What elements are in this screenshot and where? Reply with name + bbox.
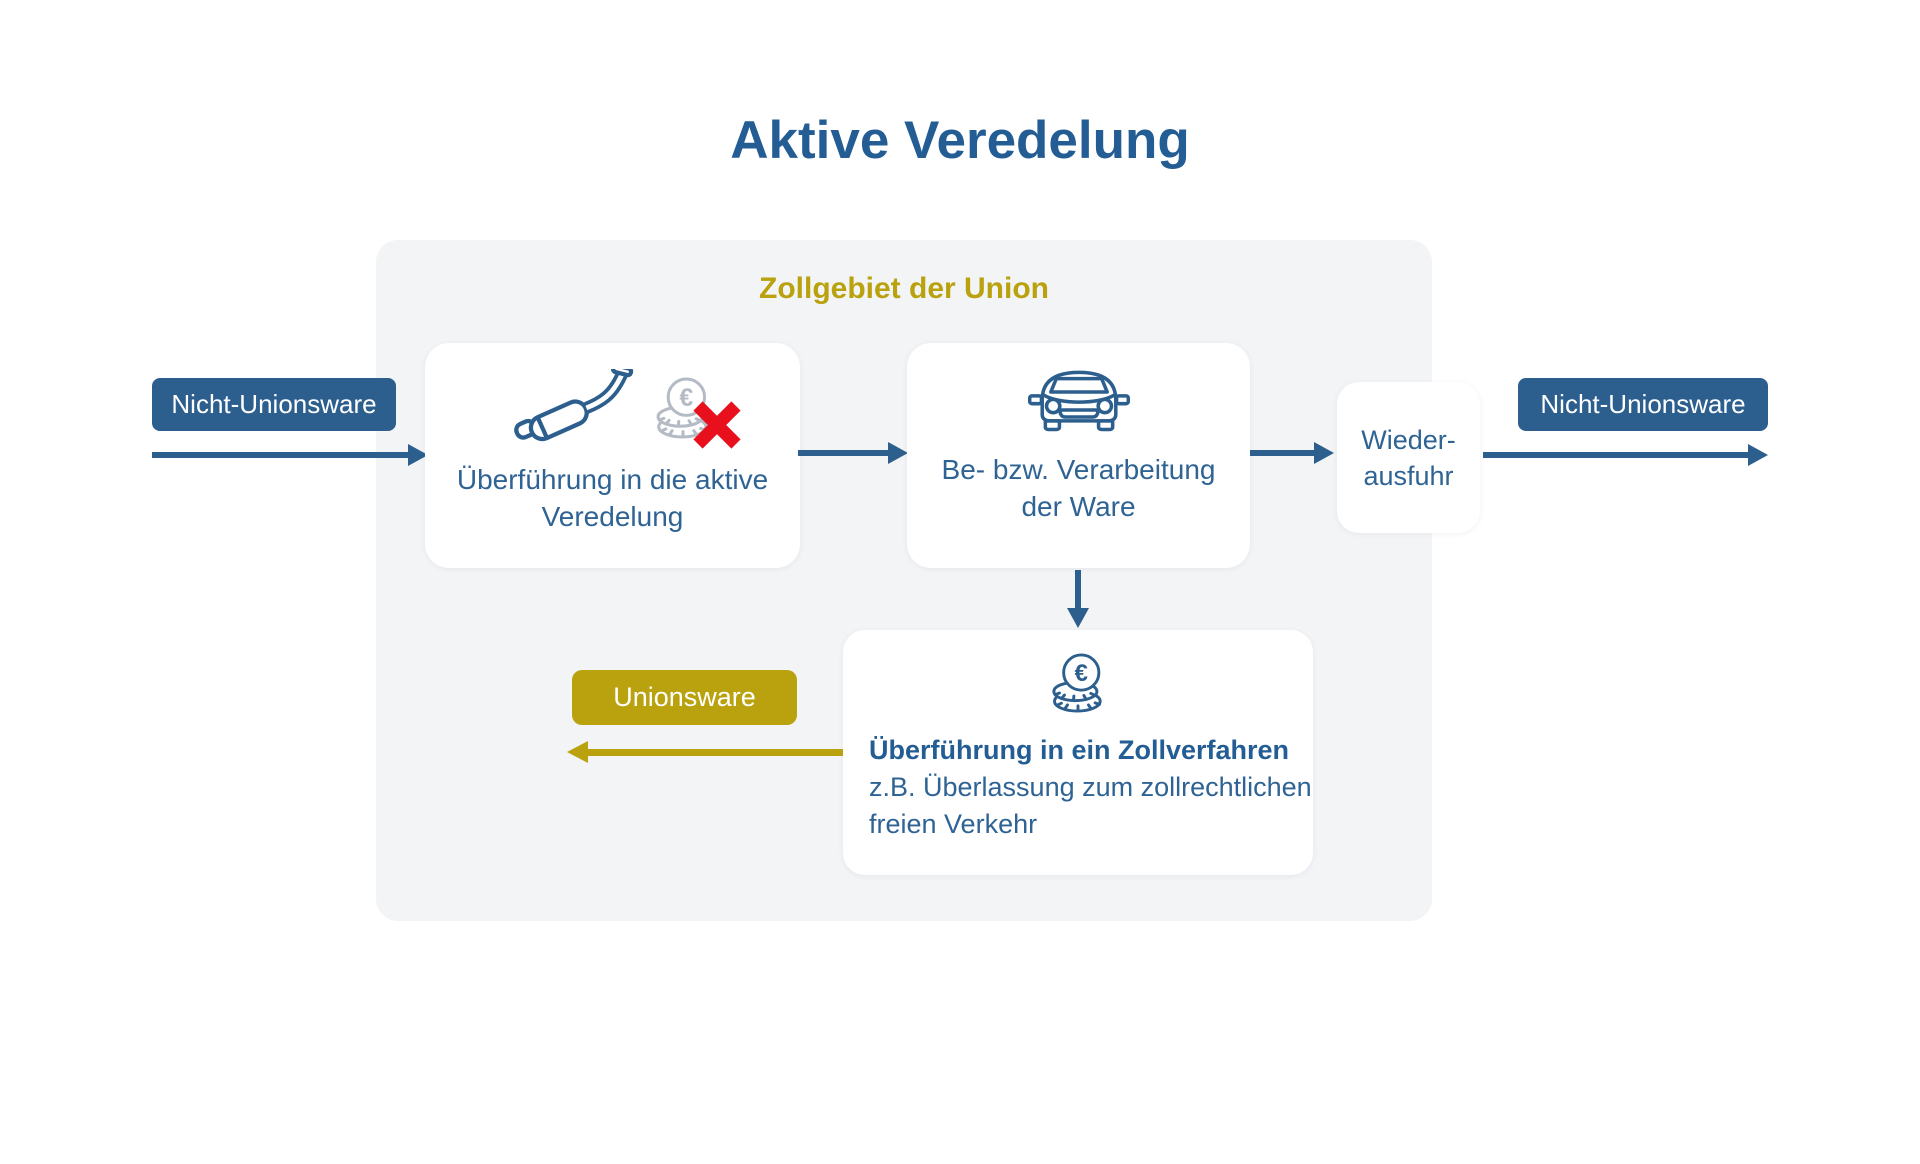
euro-symbol: € <box>679 384 693 412</box>
box-reexport: Wieder- ausfuhr <box>1337 382 1480 533</box>
coins-gray-icon: € <box>656 377 707 439</box>
entry-icons-row: € <box>425 367 800 449</box>
entry-box-label: Überführung in die aktive Veredelung <box>456 464 769 532</box>
euro-coins-icon: € <box>1052 653 1102 713</box>
reexport-box-label: Wieder- ausfuhr <box>1361 424 1456 491</box>
flow-arrow-to-processing <box>798 442 908 464</box>
euro-symbol: € <box>1075 660 1088 687</box>
flow-arrow-to-reexport <box>1250 442 1334 464</box>
procedure-bold-line: Überführung in ein Zollverfahren <box>869 735 1290 765</box>
box-processing: Be- bzw. Verarbeitung der Ware <box>907 343 1250 568</box>
flow-arrow-down-to-procedure <box>1067 570 1089 628</box>
box-entry-inward-processing: € Überführung in die aktive Veredelung <box>425 343 800 568</box>
box-customs-procedure: € Überführung in ein Zollverfahren z.B. … <box>843 630 1313 875</box>
red-cross-icon <box>692 401 741 449</box>
flow-arrow-outbound <box>1483 444 1768 466</box>
badge-non-union-goods-right: Nicht-Unionsware <box>1518 378 1768 431</box>
badge-non-union-goods-left: Nicht-Unionsware <box>152 378 396 431</box>
processing-box-label: Be- bzw. Verarbeitung der Ware <box>941 454 1216 522</box>
blocked-duty-icon: € <box>652 371 741 449</box>
car-icon <box>1027 370 1130 432</box>
procedure-box-label: Überführung in ein Zollverfahren z.B. Üb… <box>869 732 1313 843</box>
page-title: Aktive Veredelung <box>730 111 1190 170</box>
badge-union-goods: Unionsware <box>572 670 797 725</box>
zone-heading: Zollgebiet der Union <box>759 272 1049 305</box>
flow-arrow-union-goods <box>567 741 843 763</box>
flow-arrow-inbound <box>152 444 428 466</box>
exhaust-pipe-icon <box>513 369 633 442</box>
